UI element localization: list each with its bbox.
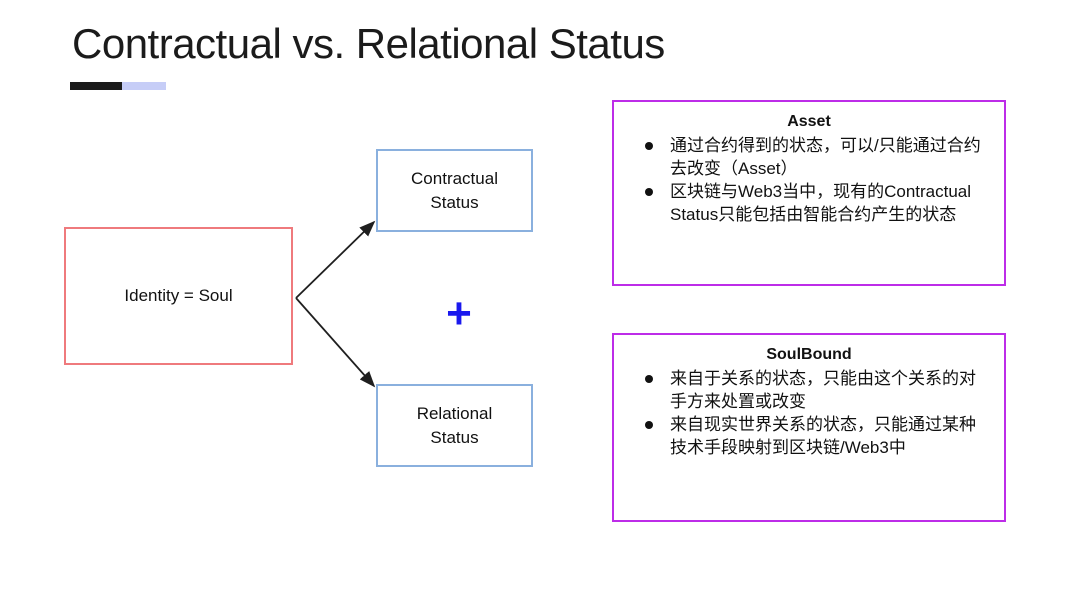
bullet-dot-icon [645,141,653,150]
relational-status-label: Relational Status [417,402,493,449]
identity-soul-label: Identity = Soul [124,286,233,305]
asset-panel-heading: Asset [787,113,831,130]
list-item: 区块链与Web3当中，现有的Contractual Status只能包括由智能合… [614,181,1004,226]
soulbound-panel-heading: SoulBound [766,346,852,363]
title-rule-dark-segment [70,82,122,90]
list-item-text: 通过合约得到的状态，可以/只能通过合约去改变（Asset） [670,136,981,178]
list-item-text: 区块链与Web3当中，现有的Contractual Status只能包括由智能合… [670,182,972,224]
list-item: 来自于关系的状态，只能由这个关系的对手方来处置或改变 [614,368,1004,413]
title-underline-rule [70,82,166,90]
bullet-dot-icon [645,374,653,383]
list-item-text: 来自现实世界关系的状态，只能通过某种技术手段映射到区块链/Web3中 [670,415,976,457]
title-rule-light-segment [122,82,166,90]
asset-panel: Asset 通过合约得到的状态，可以/只能通过合约去改变（Asset） 区块链与… [612,100,1006,286]
page-title: Contractual vs. Relational Status [72,20,665,67]
asset-panel-bullet-list: 通过合约得到的状态，可以/只能通过合约去改变（Asset） 区块链与Web3当中… [614,135,1004,226]
contractual-status-line1: Contractual [411,169,498,189]
relational-status-line2: Status [430,427,479,447]
soulbound-panel-bullet-list: 来自于关系的状态，只能由这个关系的对手方来处置或改变 来自现实世界关系的状态，只… [614,368,1004,459]
relational-status-line1: Relational [416,404,493,424]
bullet-dot-icon [645,188,653,197]
plus-symbol: + [446,289,472,338]
list-item: 通过合约得到的状态，可以/只能通过合约去改变（Asset） [614,135,1004,180]
arrow-to-relational [295,297,376,388]
list-item: 来自现实世界关系的状态，只能通过某种技术手段映射到区块链/Web3中 [614,414,1004,459]
bullet-dot-icon [645,421,653,430]
contractual-status-box: Contractual Status [376,149,533,232]
identity-soul-box: Identity = Soul [64,227,293,365]
arrow-to-contractual [295,220,376,299]
relational-status-box: Relational Status [376,384,533,467]
list-item-text: 来自于关系的状态，只能由这个关系的对手方来处置或改变 [670,369,976,411]
contractual-status-label: Contractual Status [411,167,498,214]
contractual-status-line2: Status [430,192,479,212]
soulbound-panel: SoulBound 来自于关系的状态，只能由这个关系的对手方来处置或改变 来自现… [612,333,1006,522]
